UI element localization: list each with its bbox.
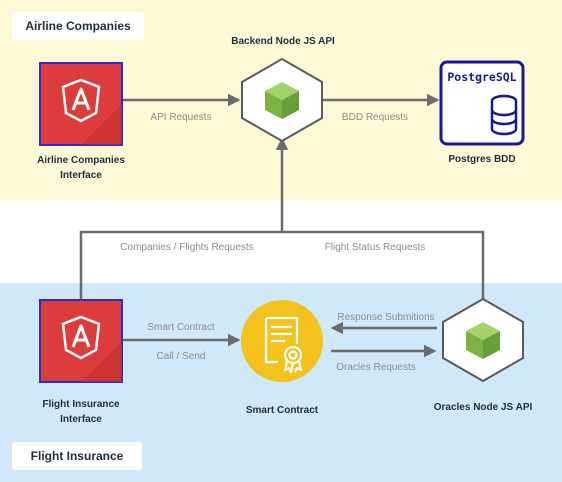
smart-contract-call-label-2: Call / Send <box>157 351 206 362</box>
flight-status-requests-label: Flight Status Requests <box>325 242 426 253</box>
angular-icon <box>61 78 101 123</box>
airline-interface-node <box>39 62 123 146</box>
database-icon <box>490 94 518 136</box>
oracles-requests-label: Oracles Requests <box>336 362 415 373</box>
smart-contract-call-label-1: Smart Contract <box>147 322 214 333</box>
oracles-api-node <box>442 297 524 383</box>
postgres-node: PostgreSQL <box>439 60 525 146</box>
nodejs-cube-icon <box>265 82 299 119</box>
companies-flights-requests-label: Companies / Flights Requests <box>120 242 253 253</box>
angular-icon <box>61 315 101 360</box>
airline-zone-title: Airline Companies <box>12 12 144 40</box>
airline-zone-title-text: Airline Companies <box>25 19 131 33</box>
postgres-label: Postgres BDD <box>448 154 515 165</box>
backend-api-label: Backend Node JS API <box>231 36 335 47</box>
insurance-interface-label-1: Flight Insurance <box>42 399 120 410</box>
insurance-zone-title: Flight Insurance <box>12 442 142 470</box>
nodejs-cube-icon <box>466 322 500 359</box>
response-submitions-label: Response Submitions <box>337 312 434 323</box>
backend-api-node <box>241 57 323 143</box>
bdd-requests-label: BDD Requests <box>342 112 408 123</box>
smart-contract-label: Smart Contract <box>246 405 319 416</box>
oracles-api-label: Oracles Node JS API <box>434 402 533 413</box>
postgresql-logo-text: PostgreSQL <box>447 70 516 84</box>
airline-interface-label-1: Airline Companies <box>37 155 125 166</box>
airline-interface-label-2: Interface <box>60 170 102 181</box>
insurance-zone-title-text: Flight Insurance <box>31 449 124 463</box>
insurance-interface-label-2: Interface <box>60 414 102 425</box>
insurance-interface-node <box>39 299 123 383</box>
smart-contract-node <box>241 300 323 382</box>
api-requests-label: API Requests <box>150 112 211 123</box>
certificate-icon <box>264 316 303 374</box>
